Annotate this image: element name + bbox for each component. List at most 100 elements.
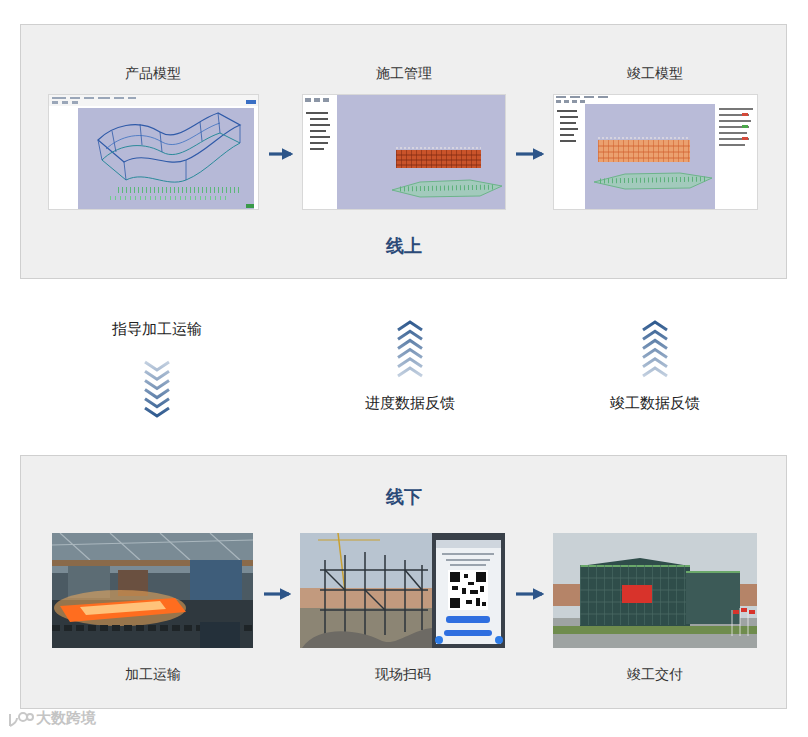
site-scanning-photo	[300, 533, 432, 648]
flow-arrow	[516, 592, 542, 595]
site-scanning-photo	[318, 539, 380, 540]
as-built-model-screenshot	[598, 146, 690, 147]
as-built-model-screenshot	[556, 100, 561, 103]
as-built-model-screenshot	[560, 134, 574, 136]
site-scanning-photo	[452, 586, 458, 590]
construction-management-screenshot	[396, 160, 481, 161]
as-built-model-screenshot	[570, 96, 580, 98]
site-scanning-photo	[450, 564, 486, 566]
site-scanning-photo	[435, 636, 443, 644]
site-scanning-photo	[320, 589, 428, 591]
site-scanning-photo	[450, 598, 460, 608]
product-model-screenshot	[106, 123, 220, 149]
site-scanning-photo	[344, 555, 346, 635]
site-scanning-photo	[405, 570, 422, 590]
site-scanning-photo	[436, 540, 501, 548]
site-scanning-photo	[464, 574, 468, 578]
site-scanning-photo	[300, 533, 505, 648]
site-scanning-photo	[442, 553, 494, 566]
site-scanning-photo	[320, 552, 428, 635]
product-model-screenshot	[49, 95, 258, 106]
construction-management-screenshot	[310, 118, 328, 120]
construction-management-screenshot	[310, 148, 324, 150]
as-built-model-screenshot	[598, 152, 690, 153]
watermark-logo	[10, 713, 33, 726]
construction-management-screenshot	[303, 95, 506, 210]
product-model-screenshot	[240, 125, 241, 143]
delivery-photo	[748, 610, 749, 636]
image-box: 施工管理	[302, 63, 505, 209]
as-built-model-screenshot	[557, 110, 578, 142]
delivery-photo	[580, 565, 690, 625]
as-built-model-screenshot	[554, 95, 758, 210]
factory-photo	[200, 622, 240, 648]
factory-photo	[52, 533, 253, 560]
site-scanning-photo	[384, 555, 386, 635]
panel-heading: 线上	[386, 235, 422, 258]
product-model-screenshot	[98, 97, 110, 99]
as-built-model-screenshot	[719, 126, 749, 128]
chevron-arrow	[398, 322, 422, 376]
as-built-model-screenshot	[560, 140, 576, 142]
panel-region: 线上产品模型施工管理竣工模型	[20, 24, 787, 279]
chevron-arrow	[643, 322, 667, 376]
product-model-screenshot	[62, 101, 68, 104]
product-model-screenshot	[98, 113, 240, 180]
as-built-model-screenshot	[598, 158, 690, 159]
as-built-model-screenshot	[719, 144, 745, 146]
watermark-logo	[27, 714, 33, 720]
site-scanning-photo	[476, 598, 480, 606]
delivery-photo	[733, 610, 739, 614]
as-built-model-screenshot	[719, 138, 749, 140]
as-built-model-screenshot	[580, 100, 585, 103]
site-scanning-photo	[482, 602, 486, 606]
product-model-screenshot	[124, 162, 126, 180]
delivery-photo	[732, 608, 748, 636]
as-built-model-screenshot	[598, 138, 690, 139]
product-model-screenshot	[246, 100, 256, 104]
product-model-screenshot	[110, 196, 230, 200]
delivery-photo	[580, 578, 690, 614]
panel-ground	[21, 456, 787, 709]
image-box: 现场扫码	[300, 533, 505, 685]
image-caption: 现场扫码	[375, 666, 431, 684]
factory-photo	[160, 533, 190, 560]
site-scanning-photo	[432, 533, 505, 648]
construction-management-screenshot	[396, 165, 481, 166]
product-model-screenshot	[84, 97, 94, 99]
product-model-screenshot	[102, 133, 240, 182]
image-caption: 竣工模型	[627, 65, 683, 83]
watermark-logo	[10, 714, 17, 726]
site-scanning-photo	[480, 586, 484, 592]
construction-management-screenshot	[310, 142, 328, 144]
factory-photo	[110, 533, 140, 560]
delivery-photo	[686, 571, 740, 573]
as-built-model-screenshot	[560, 116, 578, 118]
product-model-screenshot	[98, 140, 102, 160]
construction-management-screenshot	[303, 95, 506, 210]
construction-management-screenshot	[337, 95, 505, 209]
flow-label: 竣工数据反馈	[610, 394, 700, 413]
as-built-model-screenshot	[598, 96, 608, 98]
flow-arrow	[269, 152, 291, 155]
construction-management-screenshot	[400, 187, 495, 189]
delivery-photo	[580, 558, 690, 626]
image-caption: 竣工交付	[627, 666, 683, 684]
flow-label: 指导加工运输	[112, 320, 202, 339]
as-built-model-screenshot	[742, 125, 748, 128]
construction-management-screenshot	[310, 130, 326, 132]
as-built-model-screenshot	[584, 96, 594, 98]
as-built-model-screenshot	[742, 113, 748, 116]
as-built-model-screenshot	[719, 108, 753, 146]
as-built-model-screenshot	[556, 96, 608, 103]
delivery-photo	[553, 533, 757, 648]
site-scanning-photo	[462, 588, 466, 594]
as-built-model-screenshot	[600, 179, 706, 181]
site-scanning-photo	[300, 608, 432, 648]
product-model-screenshot	[52, 97, 136, 104]
construction-management-screenshot	[305, 98, 329, 102]
product-model-screenshot	[112, 131, 116, 152]
